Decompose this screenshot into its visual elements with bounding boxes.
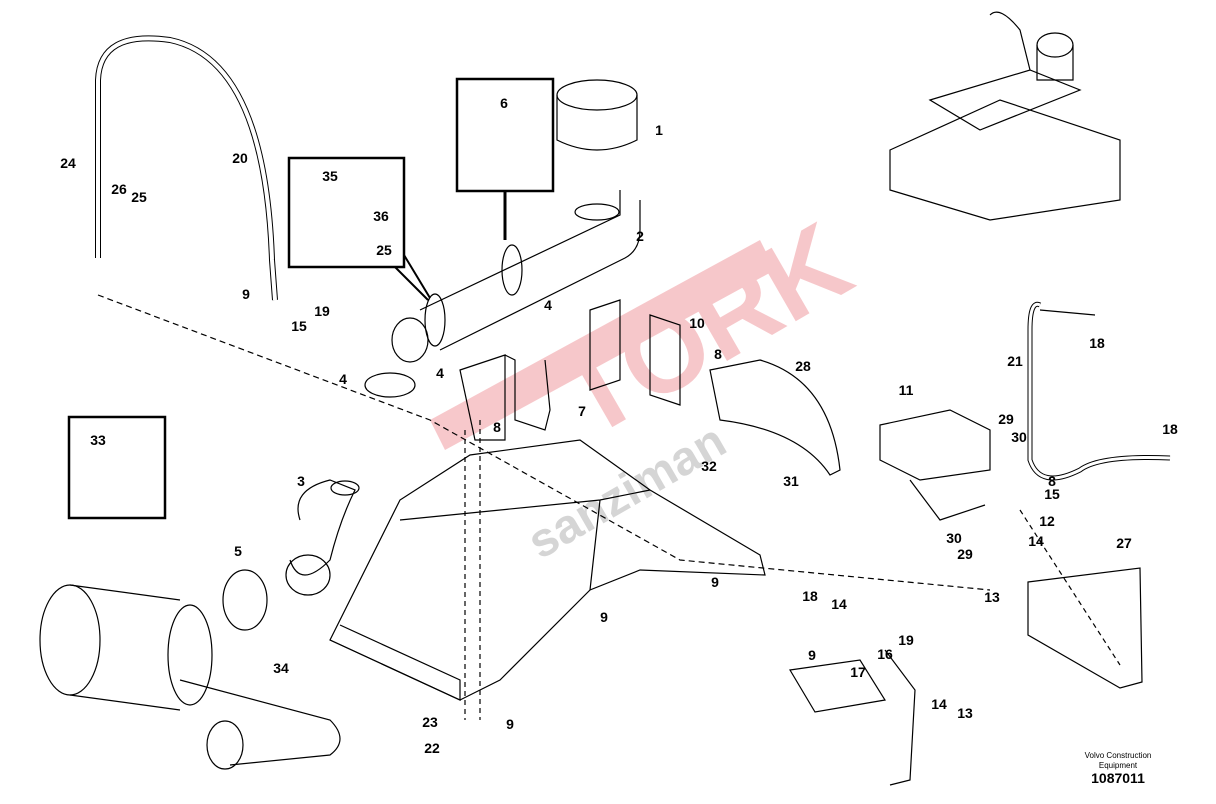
callout-part-6: 6 <box>500 95 508 111</box>
callout-part-30: 30 <box>946 530 962 546</box>
callout-part-15: 15 <box>1044 486 1060 502</box>
callout-part-24: 24 <box>60 155 76 171</box>
callout-part-10: 10 <box>689 315 705 331</box>
callout-part-34: 34 <box>273 660 289 676</box>
callout-part-36: 36 <box>373 208 389 224</box>
callout-part-12: 12 <box>1039 513 1055 529</box>
callout-part-9: 9 <box>711 574 719 590</box>
callout-part-17: 17 <box>850 664 866 680</box>
callout-part-20: 20 <box>232 150 248 166</box>
callout-part-3: 3 <box>297 473 305 489</box>
callout-part-14: 14 <box>931 696 947 712</box>
detail-box-35 <box>287 156 406 269</box>
publisher-caption: Volvo Construction Equipment <box>1084 751 1152 770</box>
callout-part-4: 4 <box>436 365 444 381</box>
callout-part-26: 26 <box>111 181 127 197</box>
callout-part-25: 25 <box>131 189 147 205</box>
callout-part-32: 32 <box>701 458 717 474</box>
callout-part-9: 9 <box>506 716 514 732</box>
callout-part-28: 28 <box>795 358 811 374</box>
callout-part-29: 29 <box>957 546 973 562</box>
drawing-number: 1087011 <box>1091 770 1145 786</box>
housing-panel <box>329 439 766 701</box>
callout-part-30: 30 <box>1011 429 1027 445</box>
callout-part-13: 13 <box>984 589 1000 605</box>
callout-part-5: 5 <box>234 543 242 559</box>
callout-part-33: 33 <box>90 432 106 448</box>
callout-part-23: 23 <box>422 714 438 730</box>
callout-part-8: 8 <box>493 419 501 435</box>
callout-part-1: 1 <box>655 122 663 138</box>
callout-part-19: 19 <box>314 303 330 319</box>
callout-part-9: 9 <box>600 609 608 625</box>
callout-part-4: 4 <box>339 371 347 387</box>
callout-part-7: 7 <box>578 403 586 419</box>
callout-part-31: 31 <box>783 473 799 489</box>
callout-part-14: 14 <box>831 596 847 612</box>
callout-part-18: 18 <box>1162 421 1178 437</box>
callout-part-13: 13 <box>957 705 973 721</box>
detail-box-33 <box>67 415 167 520</box>
callout-part-14: 14 <box>1028 533 1044 549</box>
callout-part-25: 25 <box>376 242 392 258</box>
callout-part-9: 9 <box>808 647 816 663</box>
callout-part-2: 2 <box>636 228 644 244</box>
callout-part-19: 19 <box>898 632 914 648</box>
callout-part-29: 29 <box>998 411 1014 427</box>
callout-part-18: 18 <box>1089 335 1105 351</box>
callout-part-8: 8 <box>714 346 722 362</box>
callout-part-18: 18 <box>802 588 818 604</box>
callout-part-4: 4 <box>544 297 552 313</box>
callout-part-27: 27 <box>1116 535 1132 551</box>
callout-part-35: 35 <box>322 168 338 184</box>
callout-part-11: 11 <box>898 382 914 398</box>
callout-part-16: 16 <box>877 646 893 662</box>
callout-part-8: 8 <box>1048 473 1056 489</box>
callout-part-15: 15 <box>291 318 307 334</box>
callout-part-21: 21 <box>1007 353 1023 369</box>
callout-part-22: 22 <box>424 740 440 756</box>
callout-part-9: 9 <box>242 286 250 302</box>
